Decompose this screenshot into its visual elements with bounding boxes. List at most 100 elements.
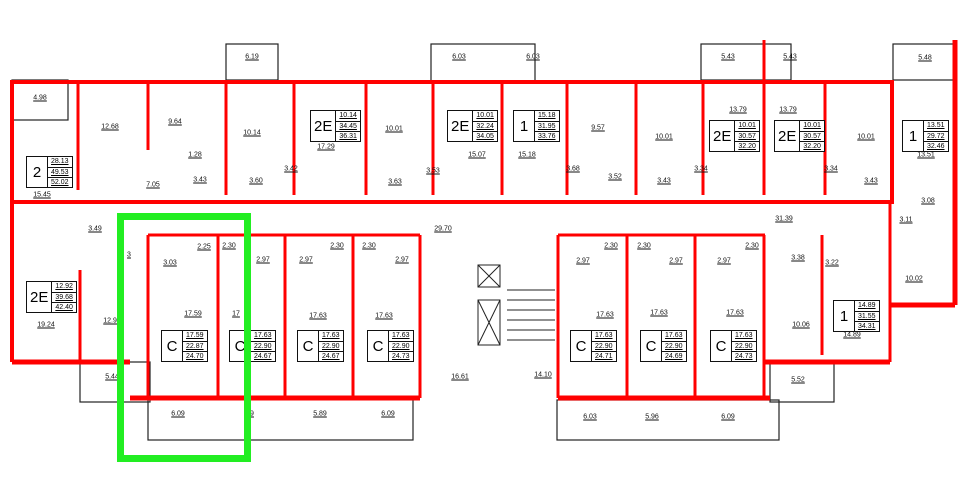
room-area-label: 2.97 bbox=[717, 257, 731, 265]
apartment-living-area: 17.63 bbox=[662, 331, 686, 342]
room-area-label: 2.97 bbox=[669, 257, 683, 265]
room-area-label: 2.25 bbox=[197, 243, 211, 251]
room-area-label: 3.11 bbox=[899, 216, 913, 224]
room-area-label: 13.51 bbox=[917, 151, 935, 159]
apartment-total-area: 22.87 bbox=[183, 342, 207, 353]
apartment-living-area: 17.63 bbox=[251, 331, 275, 342]
apartment-type: 2E bbox=[448, 111, 474, 141]
apartment-living-area: 17.63 bbox=[319, 331, 343, 342]
room-area-label: 6.19 bbox=[245, 53, 259, 61]
apartment-type: 2 bbox=[27, 157, 48, 187]
apartment-total-balcony-area: 32.20 bbox=[803, 143, 821, 151]
apartment-total-area: 31.55 bbox=[855, 312, 879, 323]
room-area-label: 9.57 bbox=[591, 124, 605, 132]
room-area-label: 10.01 bbox=[857, 133, 875, 141]
apartment-type: C bbox=[571, 331, 592, 361]
apartment-total-area: 22.90 bbox=[319, 342, 343, 353]
apartment-type: 2E bbox=[27, 282, 53, 312]
apartment-living-area: 17.63 bbox=[592, 331, 616, 342]
apartment-living-area: 14.89 bbox=[855, 301, 879, 312]
room-area-label: 3.34 bbox=[824, 165, 838, 173]
room-area-label: 2.30 bbox=[637, 242, 651, 250]
room-area-label: 3.34 bbox=[694, 165, 708, 173]
room-area-label: 12.68 bbox=[101, 123, 119, 131]
apartment-type: 2E bbox=[311, 111, 337, 141]
apartment-living-area: 17.59 bbox=[183, 331, 207, 342]
room-area-label: 10.01 bbox=[655, 133, 673, 141]
room-area-label: 3.49 bbox=[88, 225, 102, 233]
room-area-label: 17.59 bbox=[184, 310, 202, 318]
room-area-label: 5.52 bbox=[791, 376, 805, 384]
room-area-label: 13.79 bbox=[729, 106, 747, 114]
room-area-label: 14.89 bbox=[843, 331, 861, 339]
apartment-living-area: 10.01 bbox=[473, 111, 497, 122]
room-area-label: 19.24 bbox=[37, 321, 55, 329]
room-area-label: 15.07 bbox=[468, 151, 486, 159]
apartment-type: 2E bbox=[710, 121, 736, 151]
apartment-total-area: 32.24 bbox=[473, 122, 497, 133]
room-area-label: 6.03 bbox=[583, 413, 597, 421]
apartment-living-area: 17.63 bbox=[732, 331, 756, 342]
room-area-label: 6.09 bbox=[381, 410, 395, 418]
apartment-living-area: 17.63 bbox=[389, 331, 413, 342]
room-area-label: 17 bbox=[232, 310, 240, 318]
apartment-total-balcony-area: 33.76 bbox=[538, 133, 556, 141]
room-area-label: 10.06 bbox=[792, 321, 810, 329]
apartment-type: 2E bbox=[775, 121, 801, 151]
room-area-label: 29.70 bbox=[434, 225, 452, 233]
room-area-label: 10.01 bbox=[385, 125, 403, 133]
room-area-label: 12.92 bbox=[103, 317, 121, 325]
walls bbox=[10, 40, 958, 401]
apartment-total-area: 22.90 bbox=[662, 342, 686, 353]
room-area-label: 5.44 bbox=[105, 373, 119, 381]
apartment-total-balcony-area: 24.71 bbox=[595, 353, 613, 361]
apartment-total-balcony-area: 24.73 bbox=[735, 353, 753, 361]
room-area-label: 5.89 bbox=[313, 410, 327, 418]
room-area-label: 17.63 bbox=[375, 312, 393, 320]
room-area-label: 3 bbox=[127, 251, 131, 259]
room-area-label: 3.53 bbox=[426, 167, 440, 175]
apartment-type: C bbox=[641, 331, 662, 361]
apartment-total-balcony-area: 36.31 bbox=[339, 133, 357, 141]
room-area-label: 17.29 bbox=[317, 143, 335, 151]
room-area-label: 14.10 bbox=[534, 371, 552, 379]
room-area-label: 5.96 bbox=[645, 413, 659, 421]
selected-apartment-highlight[interactable] bbox=[117, 213, 251, 462]
apartment-total-area: 30.57 bbox=[735, 132, 759, 143]
room-area-label: 15.18 bbox=[518, 151, 536, 159]
room-area-label: 3.22 bbox=[825, 259, 839, 267]
apartment-living-area: 15.18 bbox=[535, 111, 559, 122]
apartment-total-balcony-area: 52.02 bbox=[51, 179, 69, 187]
apartment-total-balcony-area: 24.69 bbox=[665, 353, 683, 361]
apartment-total-balcony-area: 24.70 bbox=[186, 353, 204, 361]
room-area-label: 3.60 bbox=[249, 177, 263, 185]
room-area-label: 9 bbox=[250, 410, 254, 418]
room-area-label: 10.02 bbox=[905, 275, 923, 283]
room-area-label: 17.63 bbox=[309, 312, 327, 320]
apartment-type: C bbox=[298, 331, 319, 361]
apartment-total-balcony-area: 24.67 bbox=[254, 353, 272, 361]
apartment-total-balcony-area: 24.73 bbox=[392, 353, 410, 361]
room-area-label: 2.30 bbox=[745, 242, 759, 250]
room-area-label: 31.39 bbox=[775, 215, 793, 223]
apartment-type: C bbox=[711, 331, 732, 361]
apartment-living-area: 10.14 bbox=[336, 111, 360, 122]
room-area-label: 15.45 bbox=[33, 191, 51, 199]
